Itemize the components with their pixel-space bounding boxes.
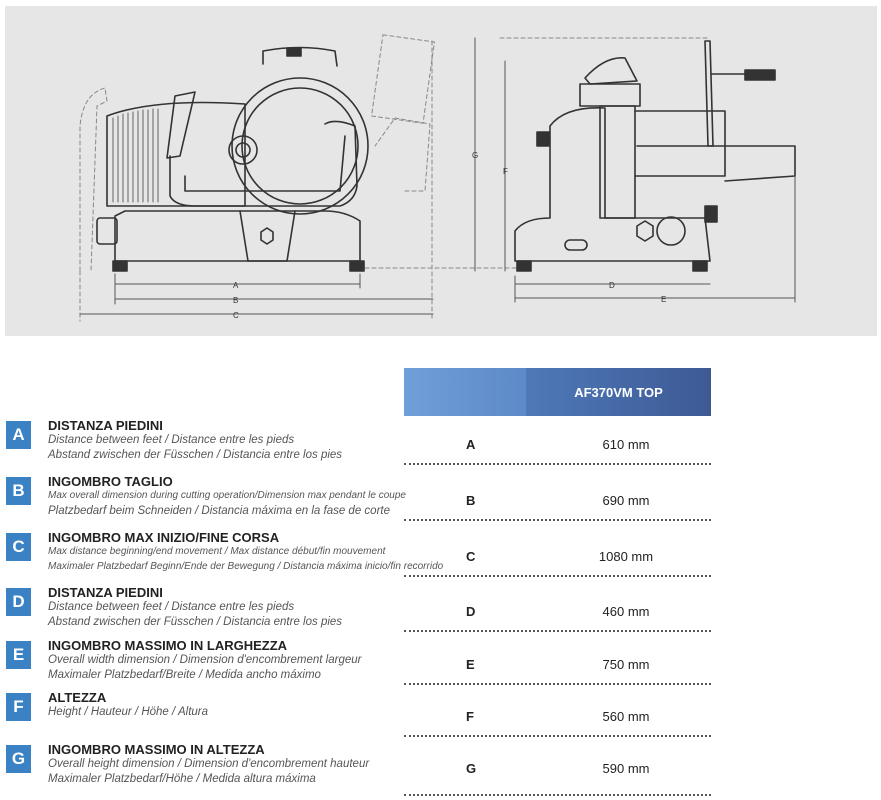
row-badge: C — [6, 533, 31, 561]
row-value: 460 mm — [602, 604, 650, 619]
row-divider — [404, 575, 711, 577]
row-code: E — [466, 657, 475, 672]
table-row: D DISTANZA PIEDINI Distance between feet… — [0, 585, 881, 637]
row-badge: G — [6, 745, 31, 773]
front-dimension-lines — [79, 273, 434, 315]
row-value: 690 mm — [602, 493, 650, 508]
row-code: C — [466, 549, 476, 564]
row-divider — [404, 463, 711, 465]
row-value: 560 mm — [602, 709, 650, 724]
table-row: G INGOMBRO MASSIMO IN ALTEZZA Overall he… — [0, 742, 881, 796]
row-translation-1: Height / Hauteur / Höhe / Altura — [48, 706, 209, 718]
dim-label-g: G — [472, 151, 478, 160]
row-title: INGOMBRO MASSIMO IN ALTEZZA — [48, 742, 265, 757]
motor-housing — [106, 101, 246, 207]
row-title: INGOMBRO MAX INIZIO/FINE CORSA — [48, 530, 280, 545]
model-header: AF370VM TOP — [526, 368, 711, 416]
dim-label-e: E — [661, 295, 666, 304]
row-code: G — [466, 761, 477, 776]
technical-drawing: A B C D E F G — [5, 6, 877, 336]
side-body — [514, 107, 711, 262]
pusher-plate — [704, 40, 714, 147]
table-row: E INGOMBRO MASSIMO IN LARGHEZZA Overall … — [0, 638, 881, 690]
row-code: D — [466, 604, 476, 619]
row-translation-1: Max overall dimension during cutting ope… — [48, 490, 406, 501]
row-badge: E — [6, 641, 31, 669]
row-divider — [404, 735, 711, 737]
dim-label-d: D — [609, 281, 615, 290]
blade-hub — [228, 135, 258, 165]
row-translation-1: Max distance beginning/end movement / Ma… — [48, 546, 386, 557]
row-translation-2: Maximaler Platzbedarf/Höhe / Medida altu… — [48, 773, 316, 785]
row-divider — [404, 630, 711, 632]
row-translation-1: Distance between feet / Distance entre l… — [48, 601, 295, 613]
row-badge: F — [6, 693, 31, 721]
blade-guard — [231, 77, 369, 215]
row-value: 590 mm — [602, 761, 650, 776]
dim-label-f: F — [503, 167, 508, 176]
carriage-tray — [169, 120, 358, 207]
row-code: A — [466, 437, 476, 452]
pusher-handle — [744, 69, 776, 81]
row-translation-2: Maximaler Platzbedarf/Breite / Medida an… — [48, 669, 321, 681]
row-badge: B — [6, 477, 31, 505]
top-knob-assembly — [584, 57, 638, 85]
row-title: ALTEZZA — [48, 690, 107, 705]
row-translation-2: Platzbedarf beim Schneiden / Distancia m… — [48, 505, 390, 517]
row-value: 610 mm — [602, 437, 650, 452]
row-value: 750 mm — [602, 657, 650, 672]
row-divider — [404, 683, 711, 685]
row-translation-2: Abstand zwischen der Füsschen / Distanci… — [48, 616, 343, 628]
blade — [241, 87, 359, 205]
machine-base — [114, 210, 361, 262]
row-translation-1: Overall width dimension / Dimension d'en… — [48, 654, 362, 666]
row-divider — [404, 519, 711, 521]
row-badge: D — [6, 588, 31, 616]
table-header-spacer — [404, 368, 527, 416]
switch — [564, 239, 588, 251]
thickness-knob — [96, 217, 118, 245]
dim-label-a: A — [233, 281, 239, 290]
foot-side-left — [516, 260, 532, 272]
row-title: INGOMBRO TAGLIO — [48, 474, 173, 489]
table-row: C INGOMBRO MAX INIZIO/FINE CORSA Max dis… — [0, 530, 881, 582]
dimension-labels: A B C D E F G — [233, 151, 666, 320]
row-title: DISTANZA PIEDINI — [48, 418, 163, 433]
row-code: B — [466, 493, 476, 508]
side-dimension-lines — [474, 37, 796, 303]
row-code: F — [466, 709, 474, 724]
row-translation-1: Overall height dimension / Dimension d'e… — [48, 758, 370, 770]
row-title: INGOMBRO MASSIMO IN LARGHEZZA — [48, 638, 288, 653]
row-translation-2: Abstand zwischen der Füsschen / Distanci… — [48, 449, 343, 461]
dim-label-c: C — [233, 311, 239, 320]
row-translation-1: Distance between feet / Distance entre l… — [48, 434, 295, 446]
foot-left — [112, 260, 128, 272]
table-row: A DISTANZA PIEDINI Distance between feet… — [0, 418, 881, 470]
row-divider — [404, 794, 711, 796]
table-row: F ALTEZZA Height / Hauteur / Höhe / Altu… — [0, 690, 881, 742]
dim-label-b: B — [233, 296, 238, 305]
row-translation-2: Maximaler Platzbedarf Beginn/Ende der Be… — [48, 561, 444, 572]
row-value: 1080 mm — [598, 549, 654, 564]
carriage-ghost-outline — [79, 34, 711, 322]
foot-side-right — [692, 260, 708, 272]
row-badge: A — [6, 421, 31, 449]
table-row: B INGOMBRO TAGLIO Max overall dimension … — [0, 474, 881, 526]
row-title: DISTANZA PIEDINI — [48, 585, 163, 600]
foot-right — [349, 260, 365, 272]
slicer-diagram: A B C D E F G — [79, 34, 796, 322]
